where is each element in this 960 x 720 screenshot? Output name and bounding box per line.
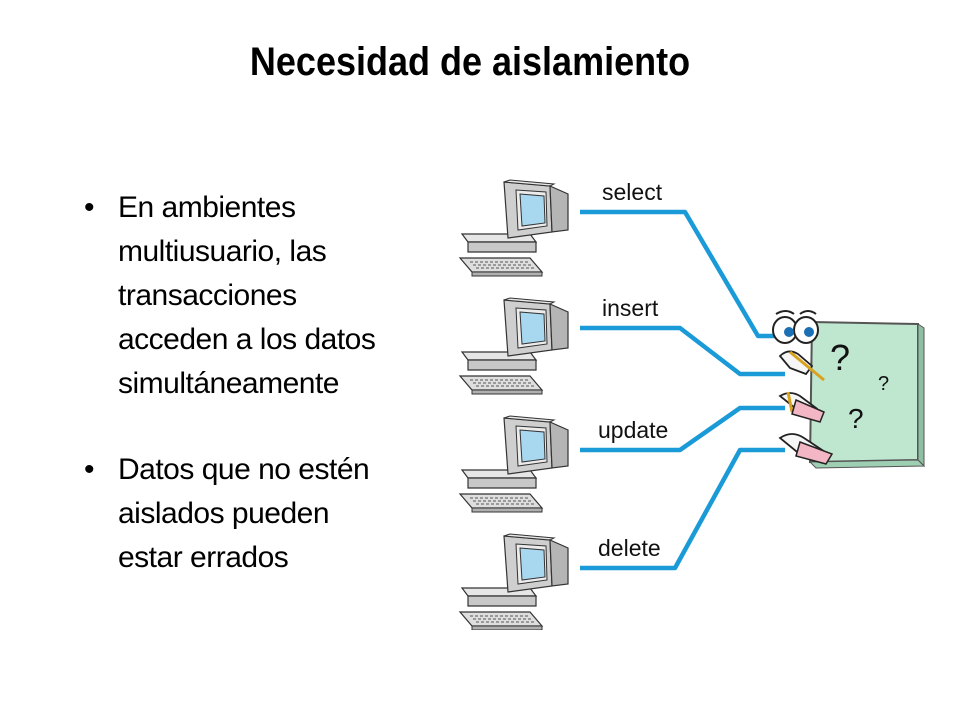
computer-icon bbox=[459, 297, 569, 395]
connector-update bbox=[580, 405, 785, 453]
op-label-delete: delete bbox=[598, 535, 661, 561]
bullet-list: • En ambientes multiusuario, las transac… bbox=[80, 186, 460, 580]
bullet-line: simultáneamente bbox=[118, 367, 339, 400]
bullet-item-2: • Datos que no estén aislados pueden est… bbox=[80, 448, 460, 580]
connector-delete bbox=[580, 447, 785, 571]
slide-title: Necesidad de aislamiento bbox=[249, 40, 691, 84]
database-box bbox=[808, 320, 926, 469]
bullet-dot: • bbox=[84, 191, 95, 224]
op-label-update: update bbox=[598, 417, 668, 443]
connector-select bbox=[580, 209, 785, 339]
op-label-insert: insert bbox=[602, 295, 659, 321]
character-eyes-icon bbox=[772, 310, 819, 344]
isolation-diagram: ? ? ? select insert update delete bbox=[459, 179, 926, 630]
bullet-dot: • bbox=[84, 453, 95, 486]
computer-icon bbox=[459, 415, 569, 513]
bullet-line: acceden a los datos bbox=[118, 323, 376, 356]
bullet-line: multiusuario, las bbox=[118, 235, 327, 268]
op-label-select: select bbox=[602, 179, 663, 205]
computer-icon bbox=[459, 179, 569, 277]
connector-lines bbox=[580, 209, 785, 571]
question-mark-medium: ? bbox=[848, 403, 864, 434]
bullet-line: Datos que no estén bbox=[118, 453, 370, 486]
bullet-line: En ambientes bbox=[118, 191, 296, 224]
connector-insert bbox=[580, 325, 785, 377]
hands-icon bbox=[778, 350, 834, 465]
bullet-item-1: • En ambientes multiusuario, las transac… bbox=[80, 186, 460, 406]
computer-icon bbox=[459, 533, 569, 630]
bullet-line: aislados pueden bbox=[118, 497, 330, 530]
question-mark-large: ? bbox=[830, 337, 850, 378]
question-mark-small: ? bbox=[878, 373, 889, 395]
bullet-line: transacciones bbox=[118, 279, 297, 312]
bullet-line: estar errados bbox=[118, 541, 289, 574]
